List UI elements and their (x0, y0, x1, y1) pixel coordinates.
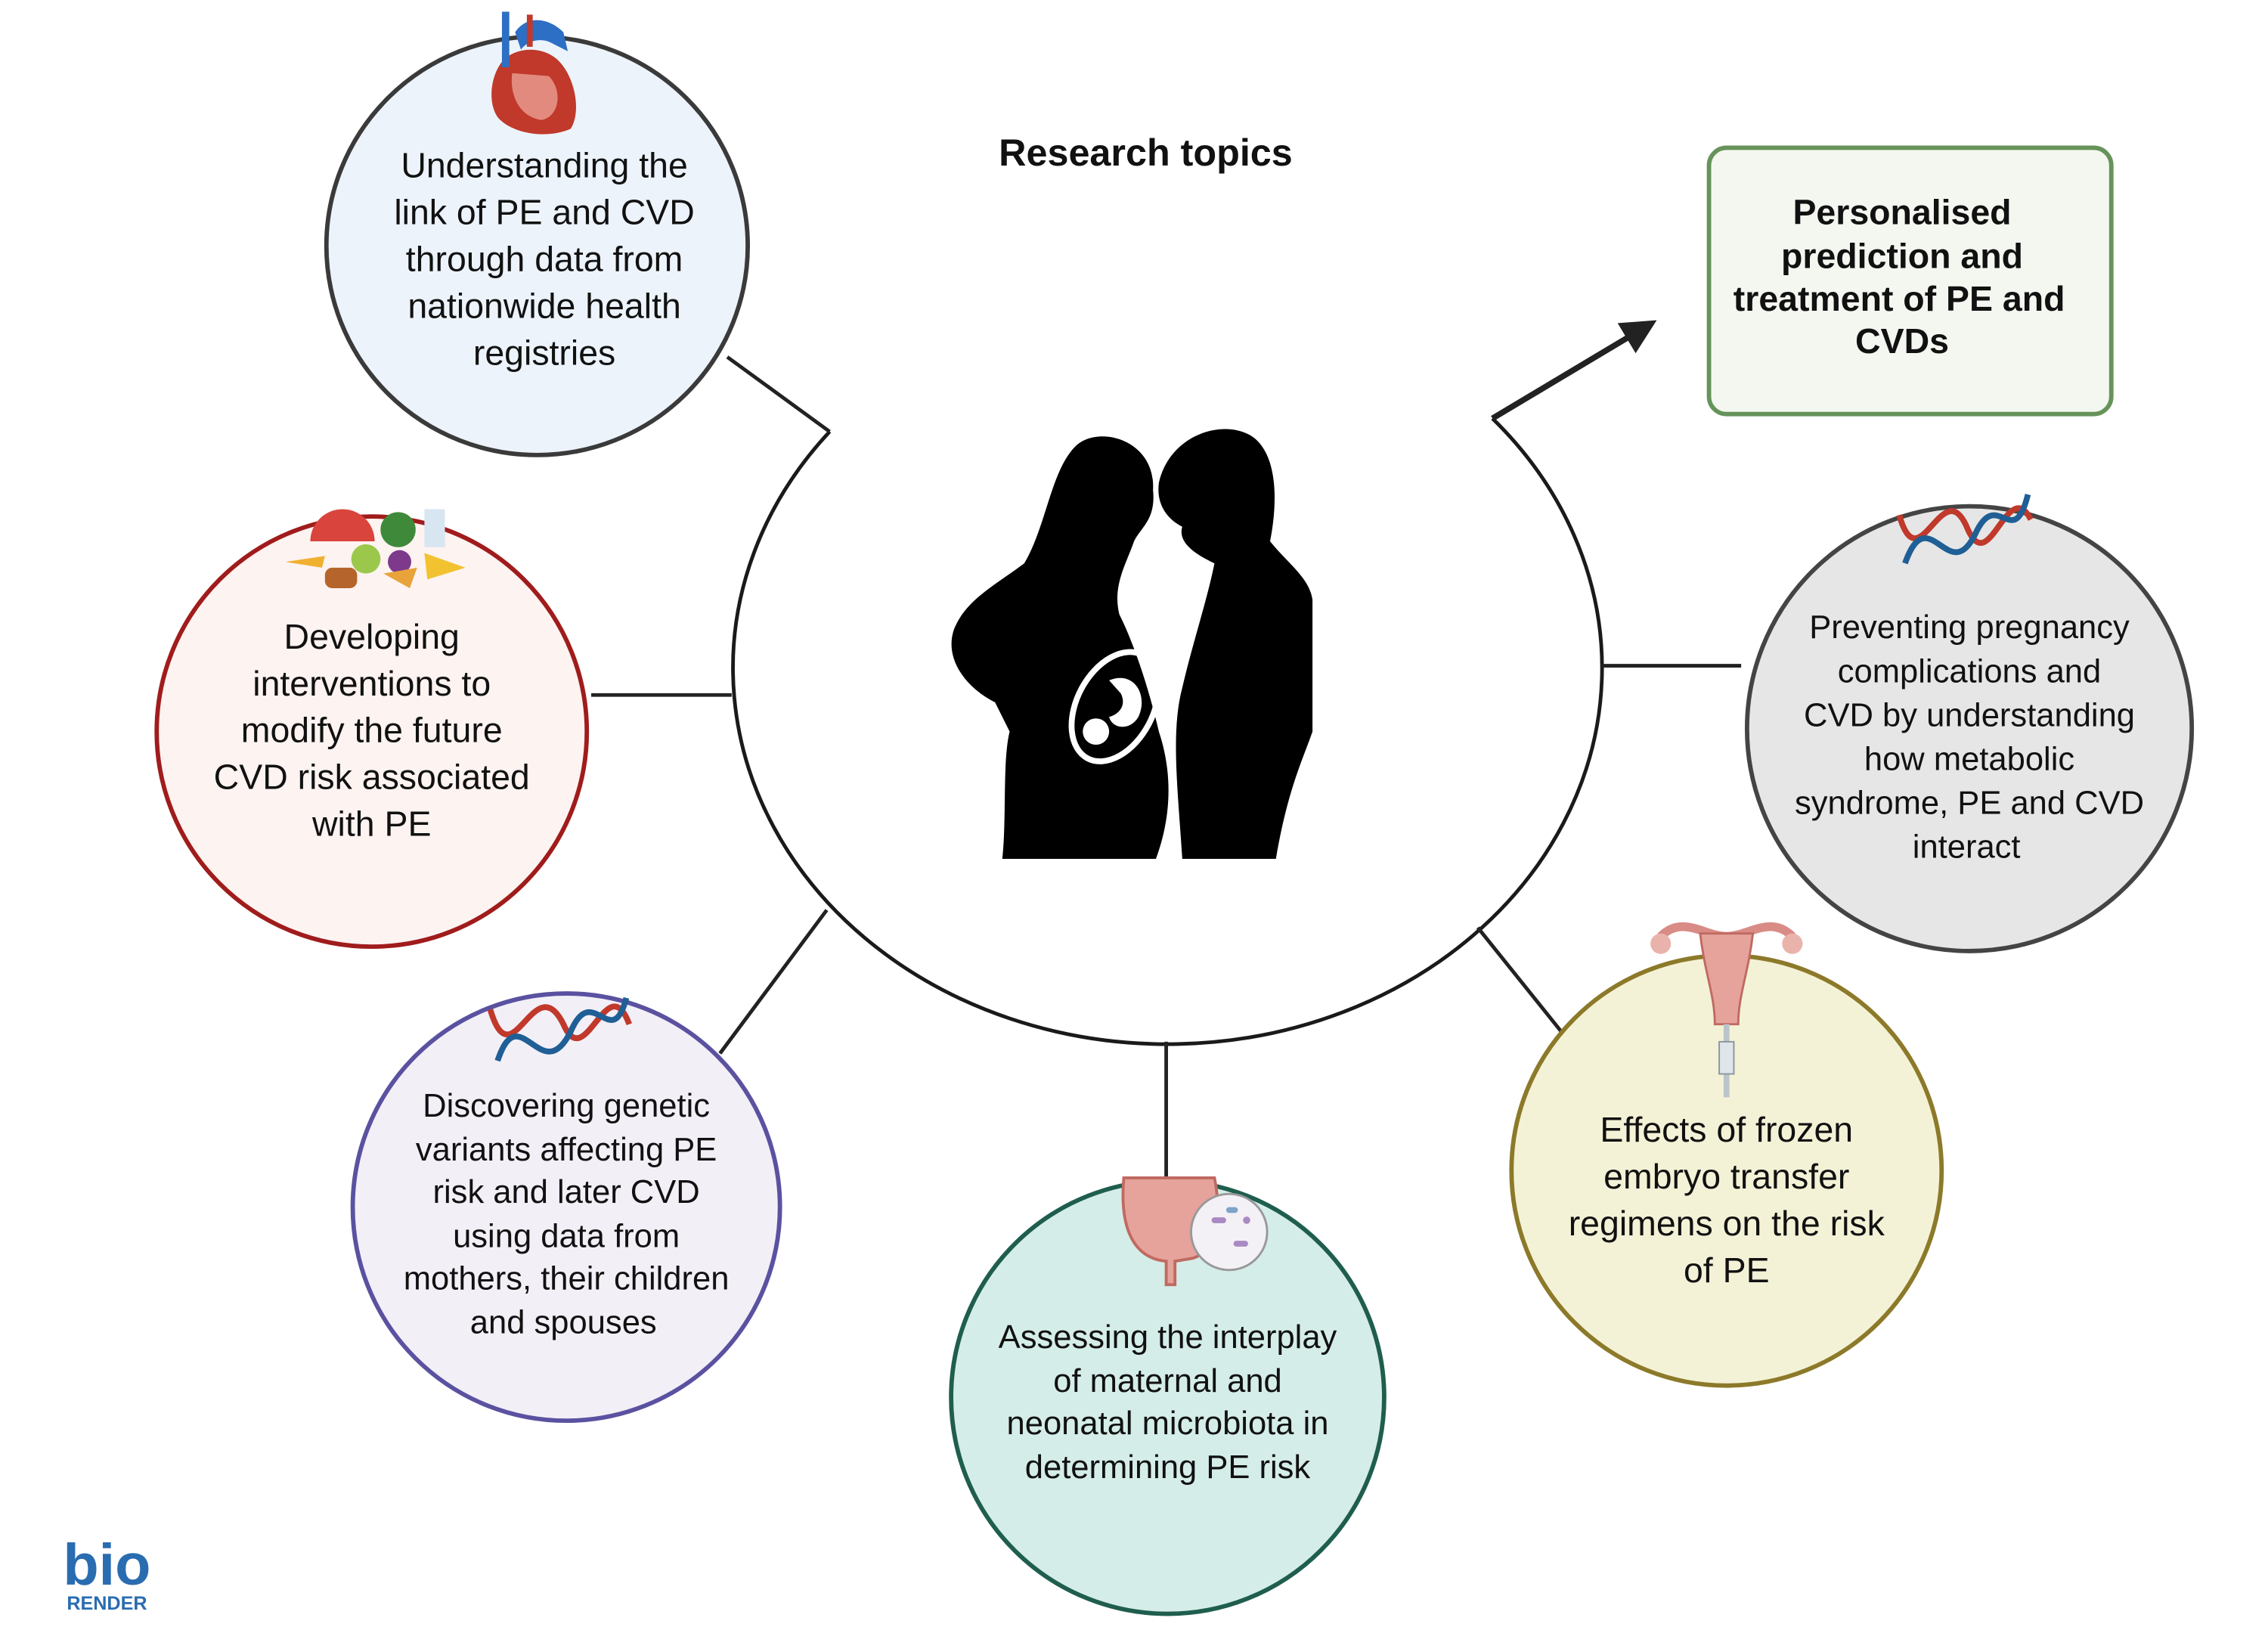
topic-text-line: and spouses (470, 1304, 657, 1340)
topic-text-line: interventions to (253, 664, 491, 703)
topic-interventions: Developing interventions to modify the f… (154, 509, 590, 950)
topic-text-line: of maternal and (1053, 1363, 1282, 1399)
topic-text-line: CVD risk associated (214, 758, 530, 797)
topic-text-line: through data from (406, 240, 683, 279)
heart-icon (491, 11, 576, 135)
topic-text-line: Preventing pregnancy (1809, 609, 2130, 646)
connectors (591, 320, 1742, 1178)
diagram-title: Research topics (999, 131, 1293, 174)
uterus-syringe-icon (1650, 922, 1803, 1098)
topic-text-line: Developing (284, 617, 460, 656)
topic-text-line: Discovering genetic (423, 1088, 710, 1124)
food-icon (285, 509, 466, 588)
outcome-line: treatment of PE and (1734, 279, 2065, 318)
topic-text-line: embryo transfer (1603, 1157, 1849, 1196)
central-ring (731, 417, 1604, 1046)
connector-genetics (718, 909, 829, 1055)
outcome-arrow (1491, 320, 1657, 421)
topic-text-line: mothers, their children (404, 1260, 730, 1297)
topic-text-line: link of PE and CVD (394, 193, 695, 232)
connector-frozen-embryo (1476, 926, 1563, 1033)
topic-text-line: how metabolic (1864, 741, 2074, 777)
topic-text-line: Effects of frozen (1600, 1110, 1853, 1149)
topic-text-line: modify the future (241, 711, 503, 750)
svg-text:RENDER: RENDER (67, 1593, 147, 1614)
topic-text-line: syndrome, PE and CVD (1795, 785, 2144, 821)
topic-genetics: Discovering genetic variants affecting P… (350, 991, 782, 1424)
dna-icon (1896, 494, 2034, 565)
outcome-line: prediction and (1781, 237, 2023, 276)
topic-text-line: neonatal microbiota in (1007, 1405, 1329, 1442)
topic-metabolic: Preventing pregnancy complications and C… (1744, 494, 2195, 953)
svg-text:bio: bio (63, 1532, 150, 1598)
outcome-box: Personalised prediction and treatment of… (1706, 145, 2114, 417)
topic-registries: Understanding the link of PE and CVD thr… (324, 11, 750, 457)
biorender-logo: bio RENDER (63, 1532, 150, 1614)
connector-registries (726, 355, 831, 433)
couple-silhouette-icon (951, 429, 1313, 859)
intestine-microbe-icon (1121, 1176, 1269, 1287)
topic-text-line: Understanding the (401, 146, 688, 185)
topic-text-line: of PE (1684, 1250, 1770, 1290)
outcome-line: Personalised (1792, 193, 2011, 232)
topic-text-line: CVD by understanding (1804, 697, 2135, 733)
topic-text-line: determining PE risk (1025, 1449, 1311, 1486)
topic-text-line: using data from (453, 1218, 680, 1254)
topic-text-line: regimens on the risk (1569, 1204, 1885, 1243)
topic-microbiota: Assessing the interplay of maternal and … (949, 1176, 1387, 1616)
topic-text-line: interact (1913, 829, 2021, 866)
topic-text-line: risk and later CVD (433, 1174, 700, 1210)
topic-frozen-embryo: Effects of frozen embryo transfer regime… (1509, 922, 1944, 1388)
topic-text-line: complications and (1838, 653, 2101, 690)
topic-text-line: nationwide health (407, 286, 680, 325)
topic-text-line: with PE (311, 804, 431, 844)
topic-text-line: registries (473, 333, 615, 372)
outcome-line: CVDs (1855, 321, 1949, 361)
dna-icon (487, 996, 632, 1062)
fetus-icon (1068, 649, 1162, 764)
topic-text-line: variants affecting PE (416, 1132, 717, 1168)
topic-text-line: Assessing the interplay (999, 1319, 1337, 1356)
